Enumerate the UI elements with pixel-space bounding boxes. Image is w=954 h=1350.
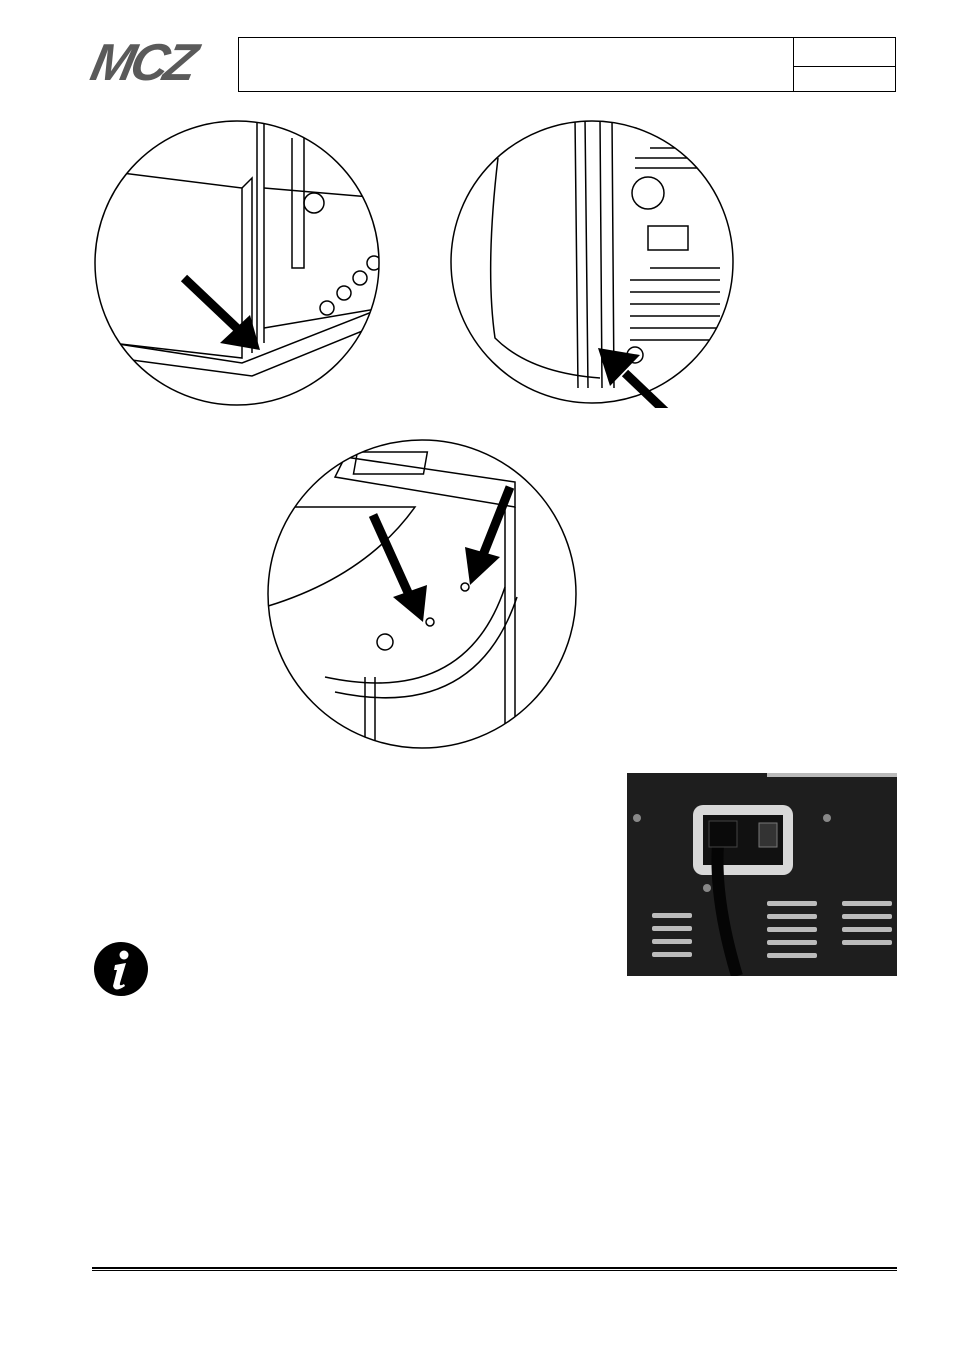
info-icon bbox=[94, 942, 148, 996]
header-title-box bbox=[238, 37, 896, 92]
figure-rear-panel-detail bbox=[450, 120, 734, 408]
figure-side-panel-detail bbox=[94, 120, 380, 406]
arrow bbox=[598, 348, 669, 408]
arrow bbox=[465, 485, 515, 585]
arrow bbox=[368, 513, 427, 622]
arrow bbox=[180, 274, 260, 350]
header-code-box bbox=[793, 38, 895, 91]
footer-divider bbox=[92, 1267, 897, 1271]
figure-top-panel-detail bbox=[267, 439, 577, 749]
photo-power-socket bbox=[627, 773, 897, 976]
mcz-logo: MCZ bbox=[85, 34, 199, 92]
